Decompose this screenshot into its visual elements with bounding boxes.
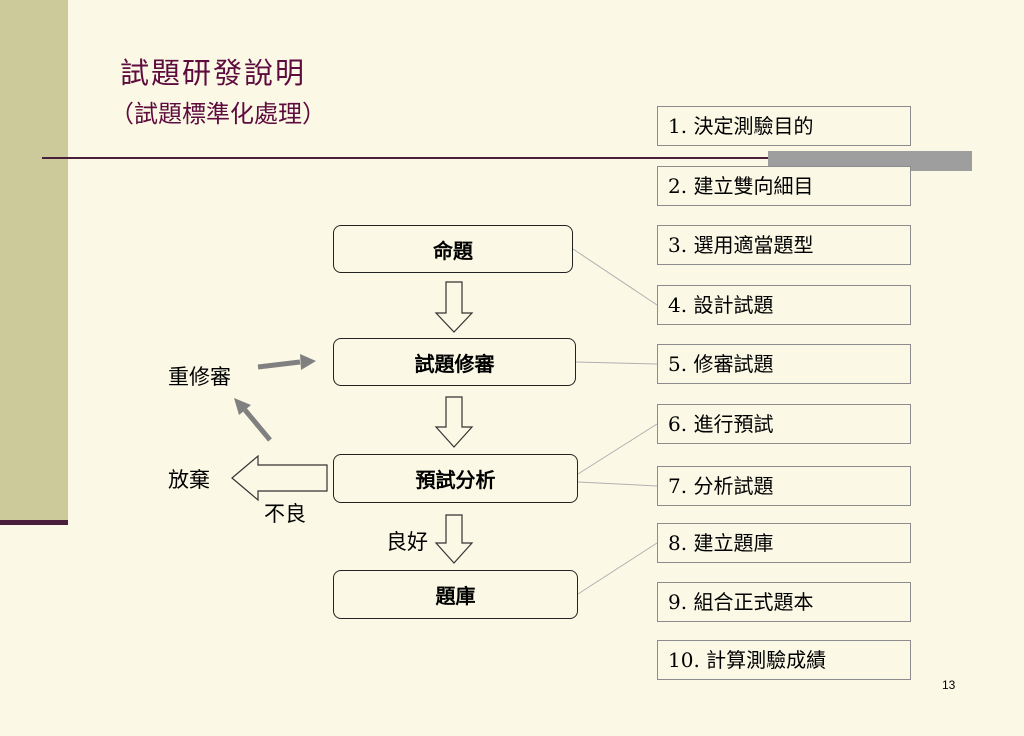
- connector-line: [577, 481, 658, 487]
- label-discard: 放棄: [168, 468, 210, 492]
- connector-line: [577, 542, 658, 595]
- step-item: 2. 建立雙向細目: [657, 166, 911, 206]
- right-arrow-icon: [300, 354, 316, 370]
- step-item: 8. 建立題庫: [657, 523, 911, 563]
- down-arrow-icon: [434, 281, 474, 333]
- flow-box-pretest-analysis: 預試分析: [333, 454, 578, 503]
- step-item: 5. 修審試題: [657, 344, 911, 384]
- down-arrow-icon: [434, 514, 474, 564]
- step-item: 1. 決定測驗目的: [657, 106, 911, 146]
- step-item: 4. 設計試題: [657, 285, 911, 325]
- step-item: 9. 組合正式題本: [657, 582, 911, 622]
- step-item: 7. 分析試題: [657, 466, 911, 506]
- connector-line: [575, 361, 658, 365]
- connector-line: [572, 248, 658, 306]
- right-arrow-icon: [257, 359, 301, 370]
- up-left-arrow-icon: [243, 408, 272, 442]
- page-title: 試題研發說明: [120, 56, 307, 90]
- page-number: 13: [942, 678, 956, 692]
- step-item: 6. 進行預試: [657, 404, 911, 444]
- down-arrow-icon: [434, 396, 474, 448]
- flow-box-item-bank: 題庫: [333, 570, 578, 619]
- label-re-review: 重修審: [168, 365, 231, 389]
- label-poor: 不良: [264, 502, 306, 526]
- connector-line: [577, 423, 658, 475]
- sidebar-band: [0, 0, 68, 524]
- step-item: 3. 選用適當題型: [657, 225, 911, 265]
- flow-box-item-review: 試題修審: [333, 338, 576, 386]
- left-arrow-icon: [231, 454, 328, 502]
- up-left-arrow-icon: [234, 398, 251, 415]
- page-subtitle: （試題標準化處理）: [110, 100, 326, 128]
- label-good: 良好: [386, 530, 428, 554]
- title-divider: [42, 157, 972, 159]
- flow-box-item-writing: 命題: [333, 225, 573, 273]
- sidebar-accent: [0, 520, 68, 525]
- step-item: 10. 計算測驗成績: [657, 640, 911, 680]
